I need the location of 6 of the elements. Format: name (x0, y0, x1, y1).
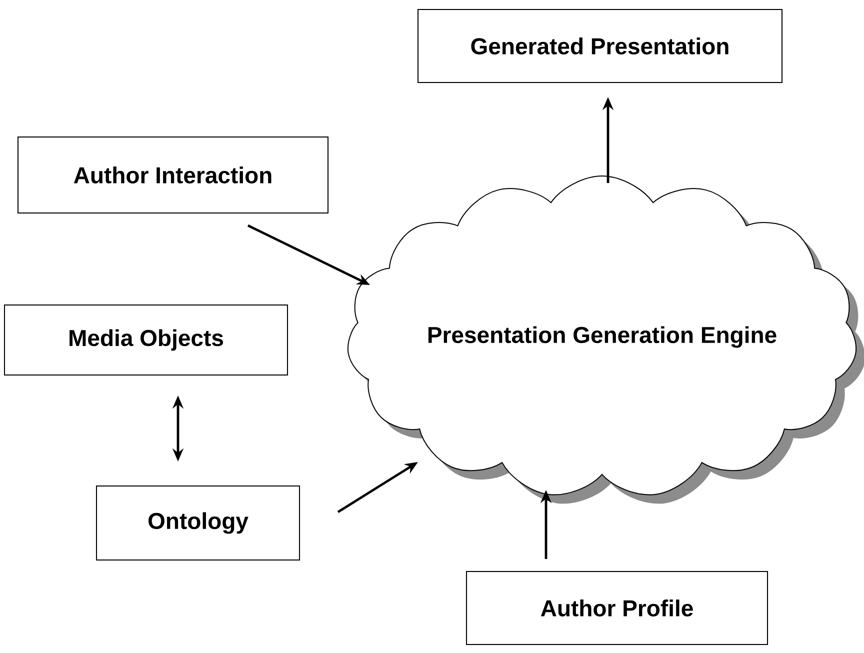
node-label: Presentation Generation Engine (428, 326, 776, 348)
process-box: Author Profile (466, 571, 768, 645)
process-box: Ontology (96, 486, 300, 560)
process-box: Generated Presentation (418, 9, 783, 83)
process-box: Author Interaction (18, 136, 328, 214)
process-box: Media Objects (4, 304, 288, 376)
